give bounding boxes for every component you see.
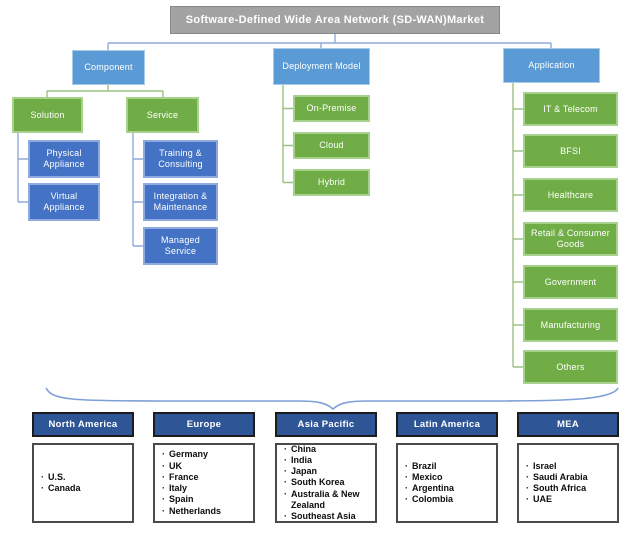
node-training-consulting: Training & Consulting (143, 140, 218, 178)
bullet-dot: · (526, 483, 529, 493)
node-integration-maintenance: Integration & Maintenance (143, 183, 218, 221)
node-managed-service: Managed Service (143, 227, 218, 265)
node-manufacturing: Manufacturing (523, 308, 618, 342)
bullet-dot: · (284, 443, 287, 454)
bullet-dot: · (41, 483, 44, 493)
bullet-dot: · (162, 483, 165, 493)
node-service: Service (126, 97, 199, 133)
country-item: ·South Africa (526, 483, 587, 493)
bullet-dot: · (284, 477, 287, 488)
diagram-title: Software-Defined Wide Area Network (SD-W… (170, 6, 500, 34)
connector-component-split (46, 85, 164, 97)
node-cloud: Cloud (293, 132, 370, 159)
node-hybrid: Hybrid (293, 169, 370, 196)
connector-deployment-children (282, 85, 293, 184)
bullet-dot: · (162, 449, 165, 460)
bullet-dot: · (162, 505, 165, 516)
region-list-latin-america: ·Brazil·Mexico·Argentina·Colombia (396, 443, 498, 523)
region-list-north-america: ·U.S.·Canada (32, 443, 134, 523)
country-item: ·Saudi Arabia (526, 471, 588, 482)
node-it-telecom: IT & Telecom (523, 92, 618, 126)
country-item: ·Spain (162, 494, 194, 505)
bullet-dot: · (405, 494, 408, 505)
bullet-dot: · (405, 471, 408, 482)
node-virtual-appliance: Virtual Appliance (28, 183, 100, 221)
node-deployment-model: Deployment Model (273, 48, 370, 85)
bullet-dot: · (405, 460, 408, 471)
node-healthcare: Healthcare (523, 178, 618, 212)
region-list-mea: ·Israel·Saudi Arabia·South Africa·UAE (517, 443, 619, 523)
node-on-premise: On-Premise (293, 95, 370, 122)
node-government: Government (523, 265, 618, 299)
connector-application-children (512, 83, 523, 368)
country-item: ·Netherlands (162, 505, 222, 516)
country-item: ·UK (162, 460, 182, 471)
bullet-dot: · (284, 466, 287, 477)
node-component: Component (72, 50, 145, 85)
country-item: ·Colombia (405, 494, 454, 505)
node-application: Application (503, 48, 600, 83)
bullet-dot: · (526, 460, 529, 471)
country-item: ·Argentina (405, 483, 455, 493)
regions-brace (45, 387, 619, 411)
connector-solution-children (17, 133, 28, 203)
country-item: ·Brazil (405, 460, 437, 471)
country-item: ·Australia & New Zealand (284, 488, 360, 510)
country-item: ·UAE (526, 494, 553, 505)
bullet-dot: · (41, 471, 44, 482)
region-header-mea: MEA (517, 412, 619, 437)
country-item: ·Italy (162, 483, 188, 493)
country-item: ·Mexico (405, 471, 443, 482)
country-item: ·China (284, 443, 317, 454)
bullet-dot: · (162, 460, 165, 471)
region-header-asia-pacific: Asia Pacific (275, 412, 377, 437)
country-item: ·India (284, 454, 313, 465)
node-others: Others (523, 350, 618, 384)
country-item: ·Japan (284, 466, 318, 477)
node-solution: Solution (12, 97, 83, 133)
country-item: ·U.S. (41, 471, 66, 482)
country-item: ·Israel (526, 460, 557, 471)
country-item: ·France (162, 471, 199, 482)
connector-service-children (132, 133, 143, 247)
bullet-dot: · (162, 494, 165, 505)
region-header-latin-america: Latin America (396, 412, 498, 437)
bullet-dot: · (162, 471, 165, 482)
region-header-europe: Europe (153, 412, 255, 437)
bullet-dot: · (284, 454, 287, 465)
bullet-dot: · (405, 483, 408, 493)
country-item: ·South Korea (284, 477, 345, 488)
node-physical-appliance: Physical Appliance (28, 140, 100, 178)
bullet-dot: · (526, 494, 529, 505)
bullet-dot: · (526, 471, 529, 482)
node-retail-consumer-goods: Retail & Consumer Goods (523, 222, 618, 256)
region-list-europe: ·Germany·UK·France·Italy·Spain·Netherlan… (153, 443, 255, 523)
bullet-dot: · (284, 511, 287, 522)
country-item: ·Canada (41, 483, 81, 493)
region-list-asia-pacific: ·China·India·Japan·South Korea·Australia… (275, 443, 377, 523)
bullet-dot: · (284, 488, 287, 499)
country-item: ·Southeast Asia (284, 511, 356, 522)
region-header-north-america: North America (32, 412, 134, 437)
country-item: ·Germany (162, 449, 209, 460)
node-bfsi: BFSI (523, 134, 618, 168)
